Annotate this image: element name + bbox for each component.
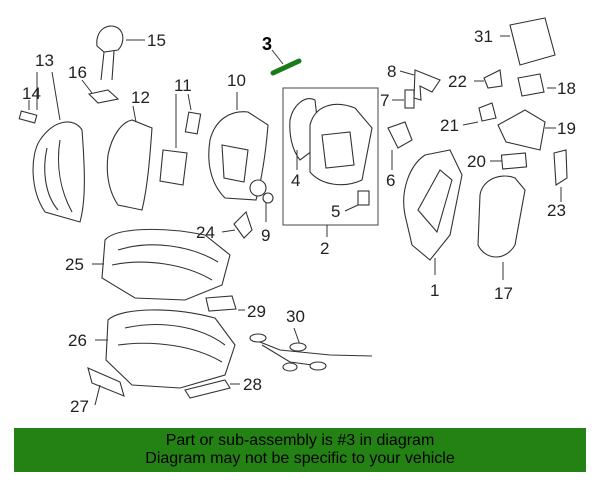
callout-30: 30 <box>286 307 305 326</box>
part-10-backrest-frame[interactable] <box>208 92 269 201</box>
info-banner: Part or sub-assembly is #3 in diagram Di… <box>14 428 586 472</box>
part-12-back-panel[interactable] <box>106 105 153 211</box>
part-16-trim-plate[interactable] <box>81 79 120 104</box>
callout-13: 13 <box>35 51 54 70</box>
callout-18: 18 <box>557 79 576 98</box>
part-9-spring[interactable] <box>249 179 274 222</box>
callout-9: 9 <box>261 226 270 245</box>
part-19-trim[interactable] <box>497 109 556 151</box>
callout-20: 20 <box>467 152 486 171</box>
part-11-module[interactable] <box>159 93 202 186</box>
part-27-cover-tube[interactable] <box>87 367 125 406</box>
part-24-bracket[interactable] <box>221 210 253 239</box>
callout-6: 6 <box>386 171 395 190</box>
callout-14: 14 <box>22 84 41 103</box>
part-5-connector[interactable] <box>344 190 370 212</box>
assembly-group-box <box>282 87 379 226</box>
callout-8: 8 <box>387 62 396 81</box>
callout-31: 31 <box>474 27 493 46</box>
part-26-seat-pan[interactable] <box>95 309 236 389</box>
part-30-wiring-harness[interactable] <box>249 327 373 372</box>
callout-29: 29 <box>247 302 266 321</box>
part-22-clip[interactable] <box>474 69 503 89</box>
callout-23: 23 <box>547 201 566 220</box>
part-3-strip[interactable] <box>270 49 302 76</box>
part-13-backrest-cover[interactable] <box>32 71 85 223</box>
part-14-clip[interactable] <box>18 100 38 124</box>
callout-4: 4 <box>291 171 300 190</box>
part-2-backrest-shell[interactable] <box>309 103 373 237</box>
callout-3[interactable]: 3 <box>262 34 272 54</box>
callout-16: 16 <box>68 63 87 82</box>
callout-22: 22 <box>448 72 467 91</box>
parts-diagram: 1 2 3 4 5 6 7 8 9 10 11 12 13 14 15 16 1… <box>18 17 576 416</box>
part-1-side-frame[interactable] <box>403 149 463 275</box>
callout-21: 21 <box>440 116 459 135</box>
callout-25: 25 <box>65 255 84 274</box>
callout-19: 19 <box>557 119 576 138</box>
callout-17: 17 <box>494 284 513 303</box>
part-7-bolt[interactable] <box>392 89 415 109</box>
part-17-back-panel[interactable] <box>477 175 526 280</box>
callout-1: 1 <box>430 281 439 300</box>
callout-28: 28 <box>243 375 262 394</box>
callout-5: 5 <box>331 202 340 221</box>
callout-24: 24 <box>196 223 215 242</box>
part-23-bracket[interactable] <box>553 149 568 202</box>
banner-line-2: Diagram may not be specific to your vehi… <box>145 450 455 467</box>
part-15-headrest[interactable] <box>96 25 145 81</box>
callout-7: 7 <box>380 91 389 110</box>
part-25-seat-cushion[interactable] <box>92 228 231 301</box>
callout-26: 26 <box>68 331 87 350</box>
callout-2: 2 <box>320 239 329 258</box>
callout-27: 27 <box>70 397 89 416</box>
part-29-plate[interactable] <box>205 295 245 312</box>
callout-15: 15 <box>147 31 166 50</box>
part-31-control-unit[interactable] <box>500 17 556 66</box>
part-18-cover[interactable] <box>517 73 556 97</box>
banner-line-1: Part or sub-assembly is #3 in diagram <box>165 432 435 449</box>
callout-11: 11 <box>174 76 192 95</box>
part-28-trim-strip[interactable] <box>184 379 240 399</box>
part-6-bracket[interactable] <box>387 121 413 170</box>
callout-10: 10 <box>227 71 246 90</box>
part-20-switch[interactable] <box>490 152 528 170</box>
callout-12: 12 <box>131 88 150 107</box>
part-21-clip[interactable] <box>462 102 497 126</box>
